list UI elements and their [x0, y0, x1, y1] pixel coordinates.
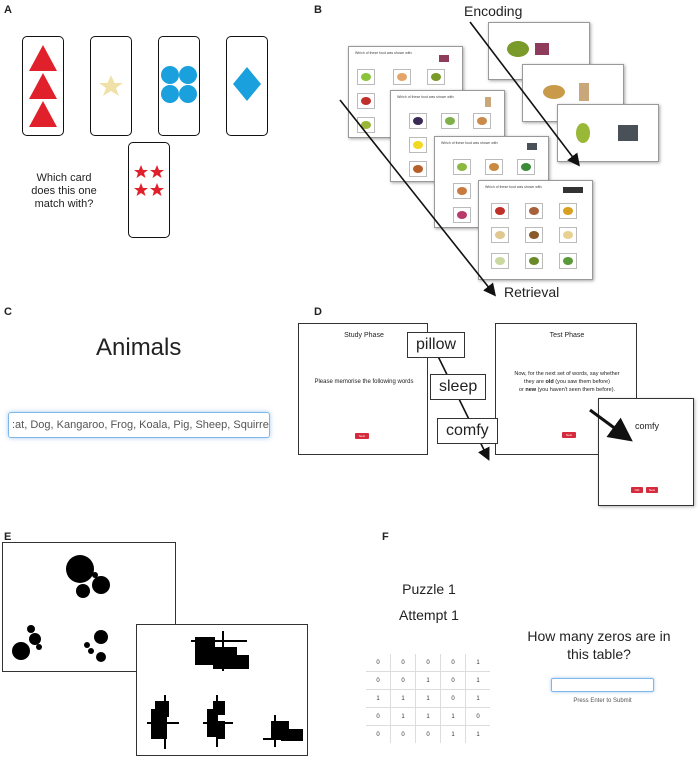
table-cell: 1 [390, 689, 416, 708]
pie-icon [543, 85, 565, 99]
next-button[interactable]: Next [355, 433, 369, 439]
table-cell: 0 [415, 654, 441, 672]
table-cell: 1 [476, 731, 480, 738]
calculator-icon [527, 143, 537, 150]
attempt-title: Attempt 1 [399, 607, 459, 623]
old-button[interactable]: Old [631, 487, 643, 493]
table-cell: 0 [415, 725, 441, 743]
encoding-label: Encoding [464, 3, 523, 19]
next-button[interactable]: Next [562, 432, 576, 438]
question-text: How many zeros are in this table? [527, 628, 671, 662]
card-four-stars[interactable] [128, 142, 170, 238]
table-cell: 0 [366, 725, 391, 743]
table-cell: 0 [440, 689, 466, 708]
binder-clip-icon [535, 43, 549, 55]
answer-input[interactable] [551, 678, 654, 692]
table-cell: 1 [366, 689, 391, 708]
table-cell: 0 [390, 654, 416, 672]
new-button[interactable]: New [646, 487, 658, 493]
study-word: comfy [437, 418, 498, 444]
test-instruction: Now, for the next set of words, say whet… [514, 371, 620, 393]
shape-pattern-trial [136, 624, 308, 756]
encoding-slide [557, 104, 659, 162]
slide-question: Which of these food was shown with: [397, 95, 455, 99]
table-cell: 1 [465, 689, 490, 708]
puzzle-title: Puzzle 1 [402, 581, 456, 597]
circle-icon [161, 66, 197, 103]
study-word: sleep [430, 374, 487, 400]
keyboard-icon [563, 187, 583, 193]
bag-icon [579, 83, 589, 101]
diamond-icon [233, 67, 261, 101]
card-one-star[interactable] [90, 36, 132, 136]
star-icon [134, 165, 164, 196]
panel-label: F [382, 531, 389, 543]
panel-label: D [314, 306, 322, 318]
study-phase-screen: Study Phase Please memorise the followin… [298, 323, 428, 455]
submit-hint: Press Enter to Submit [573, 698, 632, 704]
table-cell: 0 [440, 654, 466, 672]
retrieval-label: Retrieval [504, 284, 560, 300]
avocado-icon [507, 41, 529, 57]
retrieval-slide: Which of these food was shown with: [478, 180, 593, 280]
table-cell: 0 [366, 654, 391, 672]
table-cell: 1 [390, 707, 416, 726]
panel-label: C [4, 306, 12, 318]
match-question: Which card does this one match with? [31, 172, 97, 210]
binder-clip-icon [439, 55, 449, 62]
table-cell: 1 [440, 707, 466, 726]
category-title: Animals [96, 334, 182, 361]
slide-question: Which of these food was shown with: [355, 51, 413, 55]
table-cell: 1 [465, 671, 490, 690]
card-three-triangles[interactable] [22, 36, 64, 136]
table-cell: 0 [465, 707, 490, 726]
table-cell: 0 [390, 725, 416, 743]
table-cell: 1 [415, 689, 441, 708]
probe-screen: comfy Old New [598, 398, 694, 506]
slide-question: Which of these food was shown with: [485, 185, 543, 189]
panel-label: B [314, 4, 322, 16]
table-cell: 1 [415, 707, 441, 726]
study-instruction: Please memorise the following words [314, 379, 414, 385]
arrow-icon [429, 339, 633, 461]
bag-icon [485, 97, 491, 107]
table-cell: 0 [440, 671, 466, 690]
panel-label: A [4, 4, 12, 16]
star-icon [99, 75, 123, 96]
test-title: Test Phase [549, 332, 585, 339]
slide-question: Which of these food was shown with: [441, 141, 499, 145]
table-cell: 1 [440, 725, 466, 743]
card-four-circles[interactable] [158, 36, 200, 136]
calculator-icon [618, 125, 638, 141]
table-cell: 0 [366, 671, 391, 690]
triangle-icon [29, 45, 57, 127]
panel-label: E [4, 531, 12, 543]
study-title: Study Phase [344, 332, 384, 339]
table-cell: 0 [366, 707, 391, 726]
study-word: pillow [407, 332, 466, 358]
table-cell: 1 [465, 654, 490, 672]
word-recall-input[interactable]: :at, Dog, Kangaroo, Frog, Koala, Pig, Sh… [8, 412, 270, 438]
pear-icon [576, 123, 590, 143]
probe-word: comfy [634, 421, 659, 431]
table-cell: 0 [390, 671, 416, 690]
block-pattern-icon [147, 631, 303, 749]
card-two-diamonds[interactable] [226, 36, 268, 136]
table-cell: 1 [415, 671, 441, 690]
arrow-icon [339, 21, 580, 297]
